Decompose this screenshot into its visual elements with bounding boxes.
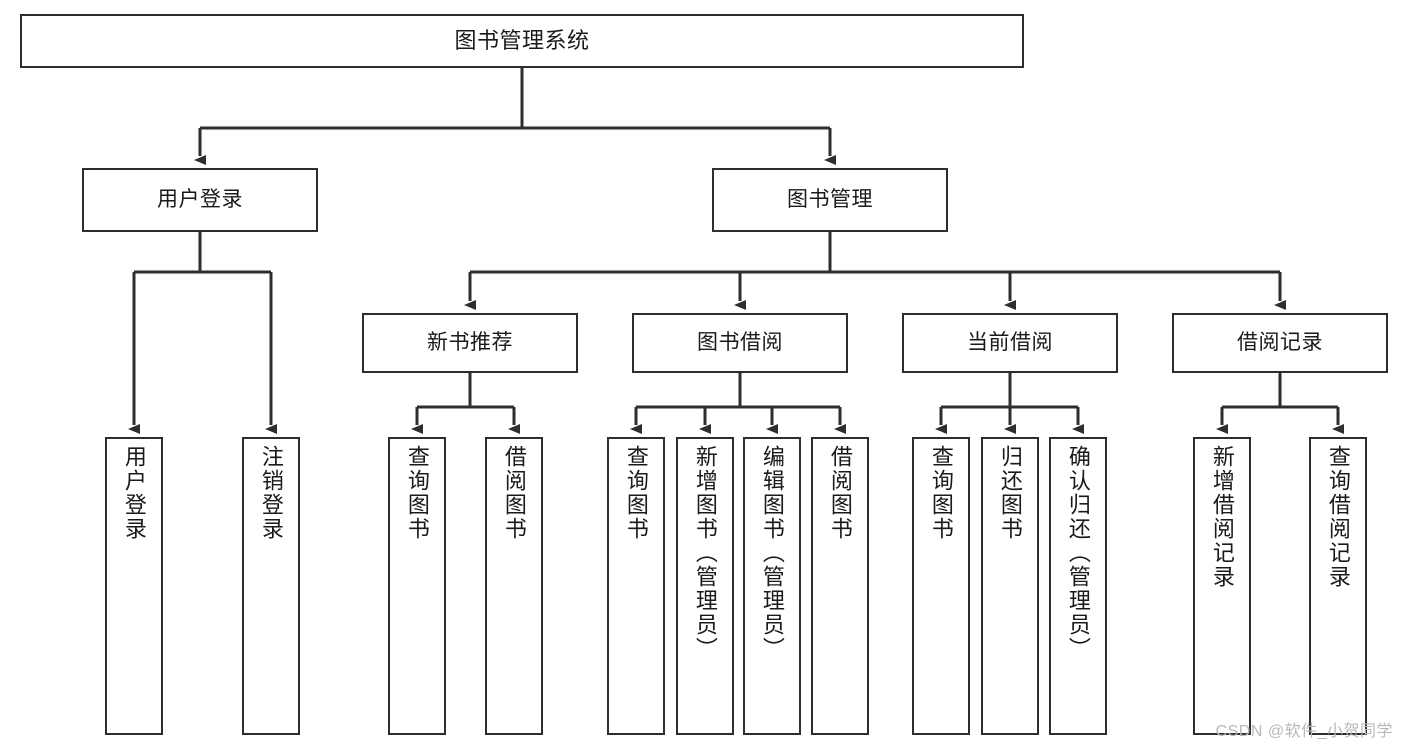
leaf-user-login[interactable]: 用户登录 <box>105 437 163 735</box>
node-label: 图书管理系统 <box>454 28 590 54</box>
node-label: 新增借阅记录 <box>1209 445 1235 589</box>
edges-root-to-level2 <box>194 68 836 165</box>
edges-records-to-leaves <box>1216 373 1344 434</box>
node-book-borrowing[interactable]: 图书借阅 <box>632 313 848 373</box>
leaf-borrow-books-recommendation[interactable]: 借阅图书 <box>485 437 543 735</box>
edges-newbook-to-leaves <box>411 373 520 434</box>
node-label: 查询图书 <box>404 445 430 541</box>
node-book-management[interactable]: 图书管理 <box>712 168 948 232</box>
node-label: 借阅记录 <box>1237 330 1323 354</box>
leaf-query-books-current[interactable]: 查询图书 <box>912 437 970 735</box>
leaf-edit-book-admin[interactable]: 编辑图书（管理员） <box>743 437 801 735</box>
node-current-borrowing[interactable]: 当前借阅 <box>902 313 1118 373</box>
node-label: 用户登录 <box>157 187 243 211</box>
node-label: 图书借阅 <box>697 330 783 354</box>
node-label: 注销登录 <box>258 445 284 541</box>
node-root-system[interactable]: 图书管理系统 <box>20 14 1024 68</box>
node-label: 查询借阅记录 <box>1325 445 1351 589</box>
leaf-confirm-return-admin[interactable]: 确认归还（管理员） <box>1049 437 1107 735</box>
node-label: 查询图书 <box>928 445 954 541</box>
node-label: 借阅图书 <box>827 445 853 541</box>
edges-bookmgmt-to-level3 <box>464 232 1286 310</box>
leaf-query-books-borrowing[interactable]: 查询图书 <box>607 437 665 735</box>
node-user-login[interactable]: 用户登录 <box>82 168 318 232</box>
leaf-add-borrow-record[interactable]: 新增借阅记录 <box>1193 437 1251 735</box>
edges-current-to-leaves <box>935 373 1084 434</box>
node-label: 归还图书 <box>997 445 1023 541</box>
node-label: 确认归还（管理员） <box>1065 445 1091 661</box>
leaf-add-book-admin[interactable]: 新增图书（管理员） <box>676 437 734 735</box>
node-label: 借阅图书 <box>501 445 527 541</box>
node-label: 编辑图书（管理员） <box>759 445 785 661</box>
leaf-return-books[interactable]: 归还图书 <box>981 437 1039 735</box>
leaf-borrow-books-borrowing[interactable]: 借阅图书 <box>811 437 869 735</box>
node-borrow-records[interactable]: 借阅记录 <box>1172 313 1388 373</box>
node-label: 查询图书 <box>623 445 649 541</box>
node-label: 新书推荐 <box>427 330 513 354</box>
node-label: 当前借阅 <box>967 330 1053 354</box>
node-label: 图书管理 <box>787 187 873 211</box>
leaf-query-books-recommendation[interactable]: 查询图书 <box>388 437 446 735</box>
leaf-logout[interactable]: 注销登录 <box>242 437 300 735</box>
leaf-query-borrow-record[interactable]: 查询借阅记录 <box>1309 437 1367 735</box>
watermark-text: CSDN @软件_小贺同学 <box>1215 723 1393 740</box>
node-label: 新增图书（管理员） <box>692 445 718 661</box>
edges-borrow-to-leaves <box>630 373 846 434</box>
node-new-book-recommendation[interactable]: 新书推荐 <box>362 313 578 373</box>
node-label: 用户登录 <box>121 445 147 541</box>
edges-booklogin-to-leaves <box>128 232 277 434</box>
